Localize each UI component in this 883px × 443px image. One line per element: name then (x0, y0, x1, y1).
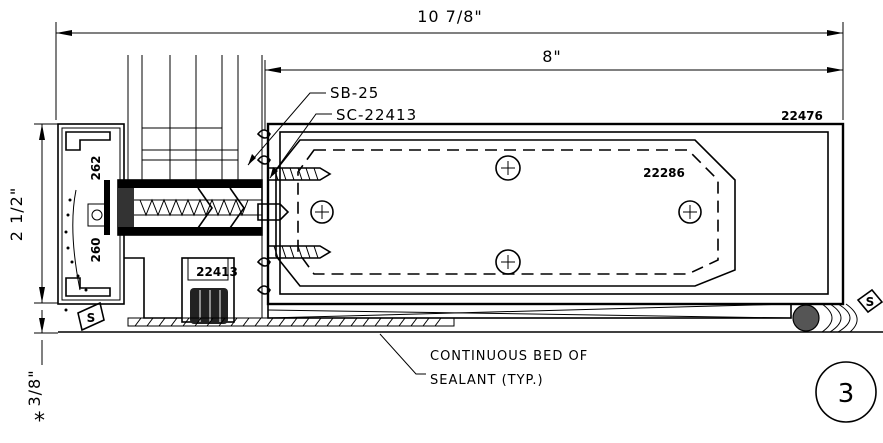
rail-top-label: 262 (89, 155, 103, 180)
threshold-plate (127, 317, 455, 327)
recess-dimension: 3/8" * (25, 310, 58, 434)
rail-bottom-label: 260 (89, 237, 103, 262)
callout-sc-label: SC-22413 (336, 106, 417, 124)
left-rail-profile: 262 260 (57, 123, 125, 312)
wood-screws (257, 167, 332, 259)
sealant-bead-right (792, 303, 858, 333)
closer-body: 22286 (257, 139, 736, 287)
callout-sb: SB-25 (247, 84, 379, 166)
height-dimension: 2 1/2" (7, 123, 58, 304)
closer-fasteners (310, 155, 702, 275)
recess-marker: * (34, 409, 46, 434)
detail-number-bubble: 3 (815, 361, 877, 423)
callout-sb-label: SB-25 (330, 84, 379, 102)
closer-label: 22286 (643, 166, 685, 180)
pivot-block: 22413 (124, 257, 238, 324)
floor-closer-housing: 22476 (256, 109, 845, 319)
housing-label: 22476 (781, 109, 823, 123)
sealant-symbol-right: S (856, 288, 883, 314)
drip-pattern (64, 198, 88, 312)
pivot-label: 22413 (196, 265, 238, 279)
callout-sc: SC-22413 (269, 106, 417, 179)
overall-width-dimension: 10 7/8" (55, 7, 844, 120)
height-label: 2 1/2" (7, 187, 26, 241)
sealant-symbol-left: S (77, 301, 105, 332)
note-line-1: CONTINUOUS BED OF (430, 349, 588, 364)
inner-width-label: 8" (542, 47, 562, 66)
sealant-left-label: S (87, 311, 96, 325)
recess-label: 3/8" (25, 369, 44, 406)
overall-width-label: 10 7/8" (417, 7, 483, 26)
threaded-rod (139, 198, 249, 217)
note-line-2: SEALANT (TYP.) (430, 373, 544, 388)
sealant-note: CONTINUOUS BED OF SEALANT (TYP.) (379, 333, 588, 388)
sealant-right-label: S (866, 295, 875, 309)
detail-number: 3 (838, 379, 855, 409)
inner-width-dimension: 8" (264, 47, 843, 130)
door-closer-arm (117, 179, 263, 236)
